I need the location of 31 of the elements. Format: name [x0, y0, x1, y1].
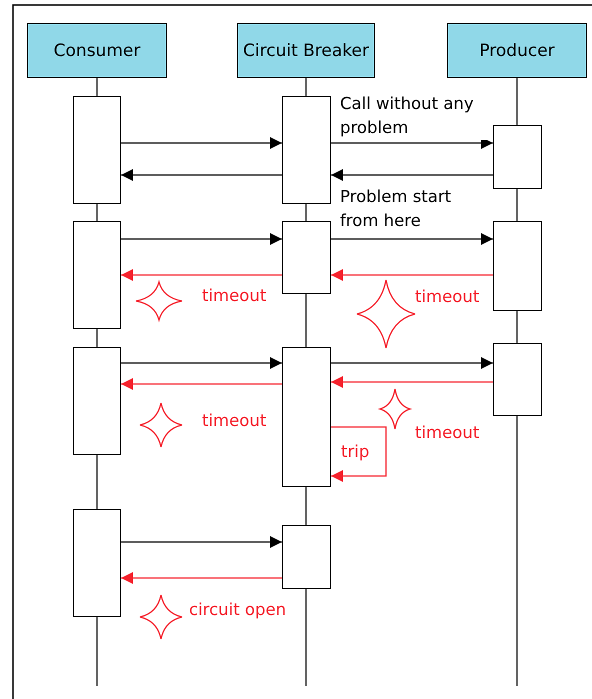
activation-bar — [73, 221, 121, 329]
participant-name: Circuit Breaker — [243, 40, 369, 60]
participant-name: Consumer — [54, 40, 140, 60]
arrow — [331, 426, 387, 482]
arrow — [121, 572, 282, 584]
activation-bar — [282, 221, 331, 294]
participant-box — [27, 23, 167, 78]
activation-bar — [73, 96, 121, 204]
arrow — [121, 357, 282, 369]
arrow — [331, 269, 493, 281]
arrow — [331, 376, 493, 388]
arrow — [331, 233, 493, 245]
arrow — [121, 269, 282, 281]
activation-bar — [73, 509, 121, 617]
arrow — [121, 536, 282, 548]
activation-bar — [493, 343, 542, 416]
activation-bar — [493, 221, 542, 311]
arrow — [331, 357, 493, 369]
arrow — [121, 233, 282, 245]
participant-box — [447, 23, 587, 78]
participant-box — [237, 23, 375, 78]
activation-bar — [282, 525, 331, 589]
activation-bar — [282, 347, 331, 487]
participant-name: Producer — [479, 40, 555, 60]
arrow — [331, 169, 493, 181]
arrow — [121, 137, 282, 149]
arrow — [121, 169, 282, 181]
arrow — [121, 378, 282, 390]
activation-bar — [73, 347, 121, 455]
activation-bar — [282, 96, 331, 204]
activation-bar — [493, 125, 542, 189]
